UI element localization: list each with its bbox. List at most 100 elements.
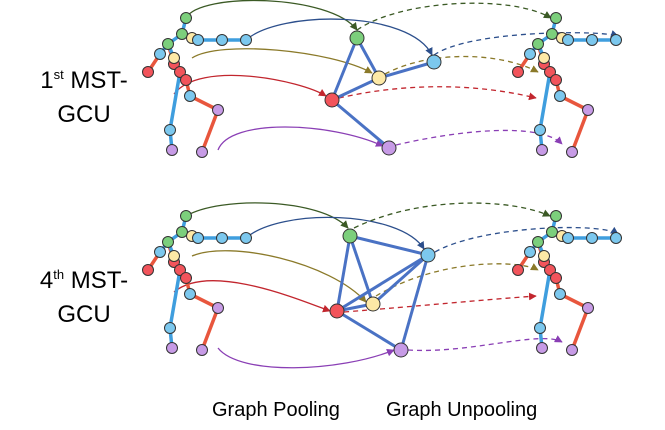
row2-right-skeleton-joint-node bbox=[544, 264, 556, 276]
row1-right-skeleton-joint-node bbox=[562, 34, 574, 46]
row2-right-skeleton-joint-node bbox=[534, 322, 546, 334]
row2-left-skeleton-bone bbox=[168, 268, 182, 330]
row1-right-skeleton-joint-node bbox=[566, 146, 578, 158]
row2-right-skeleton-joint-node bbox=[610, 232, 622, 244]
row2-right-skeleton-joint-node bbox=[546, 226, 558, 238]
row2-pool-edge bbox=[335, 235, 352, 312]
row1-left-skeleton-joint-node bbox=[180, 12, 192, 24]
row1-right-skeleton-joint-node bbox=[582, 104, 594, 116]
row2-suffix: th bbox=[53, 267, 65, 282]
row2-left-skeleton-joint-node bbox=[174, 264, 186, 276]
row1-left-skeleton-joint-node bbox=[240, 34, 252, 46]
row1-arc-unpool-green bbox=[356, 2, 552, 31]
row2-left-skeleton-joint-node bbox=[176, 226, 188, 238]
row2-arc-pool-green bbox=[185, 202, 349, 229]
row1-pool-edge bbox=[331, 76, 380, 102]
row2-arc-unpool-blue bbox=[434, 226, 619, 253]
row1-pooled-node-red bbox=[324, 92, 340, 108]
row2-left-skeleton-joint-node bbox=[212, 302, 224, 314]
row2-ordinal: 4 bbox=[39, 267, 54, 294]
row2-label: 4th MST- GCU bbox=[24, 258, 144, 332]
row2-pool-edge bbox=[372, 253, 429, 306]
row1-left-skeleton-joint-node bbox=[166, 144, 178, 156]
row2-left-skeleton-joint-node bbox=[184, 288, 196, 300]
row1-right-skeleton-joint-node bbox=[534, 124, 546, 136]
row2-arc-pool-yellow bbox=[191, 250, 367, 303]
row1-right-skeleton-joint-node bbox=[586, 34, 598, 46]
row2-pooled-node-blue bbox=[420, 247, 436, 263]
row1-left-skeleton-joint-node bbox=[196, 146, 208, 158]
row1-arc-pool-red bbox=[173, 74, 327, 97]
row2-left-skeleton-joint-node bbox=[154, 246, 166, 258]
row2-pooled-node-red bbox=[329, 303, 345, 319]
row1-left-skeleton-joint-node bbox=[192, 34, 204, 46]
pooled-graph-edges bbox=[330, 37, 435, 352]
row2-left-skeleton-joint-node bbox=[216, 232, 228, 244]
row2-pool-edge bbox=[399, 254, 430, 351]
row1-label: 1st MST- GCU bbox=[24, 58, 144, 132]
row2-right-skeleton-joint-node bbox=[512, 264, 524, 276]
row2-left-skeleton-bone bbox=[200, 306, 220, 352]
caption-graph-unpooling: Graph Unpooling bbox=[386, 399, 538, 421]
graph-nodes bbox=[142, 12, 622, 358]
row1-left-skeleton-joint-node bbox=[162, 38, 174, 50]
row2-left-skeleton-joint-node bbox=[240, 232, 252, 244]
row2-right-skeleton-joint-node bbox=[550, 210, 562, 222]
row2-left-skeleton-joint-node bbox=[196, 344, 208, 356]
row1-left-skeleton-joint-node bbox=[154, 48, 166, 60]
row1-left-skeleton-joint-node bbox=[142, 66, 154, 78]
row2-right-skeleton-joint-node bbox=[524, 246, 536, 258]
row1-right-skeleton-bone bbox=[538, 70, 552, 132]
row2-right-skeleton-joint-node bbox=[566, 344, 578, 356]
row1-left-skeleton-bone bbox=[200, 108, 220, 154]
row1-pooled-node-green bbox=[349, 30, 365, 46]
row1-arc-unpool-blue bbox=[433, 30, 619, 56]
row1-arc-unpool-red bbox=[338, 86, 537, 101]
row2-right-skeleton-bone bbox=[570, 306, 590, 352]
row1-right-skeleton-bone bbox=[570, 108, 590, 154]
row1-arc-pool-yellow bbox=[191, 48, 373, 74]
row1-right-skeleton-joint-node bbox=[544, 66, 556, 78]
row1-arc-unpool-yellow bbox=[384, 55, 539, 75]
row2-pool-edge bbox=[348, 235, 375, 305]
row2-left-skeleton-joint-node bbox=[180, 210, 192, 222]
row1-right-skeleton-joint-node bbox=[554, 90, 566, 102]
row1-right-skeleton-joint-node bbox=[546, 28, 558, 40]
row1-left-skeleton-bone bbox=[168, 70, 182, 132]
row2-right-skeleton-joint-node bbox=[536, 342, 548, 354]
row2-arc-unpool-red bbox=[343, 292, 537, 313]
row2-arc-unpool-purple bbox=[407, 335, 563, 352]
row2-right-skeleton-bone bbox=[538, 268, 552, 330]
row2-right-skeleton-joint-node bbox=[550, 272, 562, 284]
row2-line1: MST- bbox=[64, 267, 129, 294]
row1-left-skeleton-joint-node bbox=[216, 34, 228, 46]
caption-graph-pooling: Graph Pooling bbox=[212, 399, 340, 421]
row1-left-skeleton-joint-node bbox=[184, 90, 196, 102]
row2-right-skeleton-joint-node bbox=[586, 232, 598, 244]
row2-arc-unpool-green bbox=[353, 202, 551, 229]
row1-pool-edge bbox=[355, 37, 381, 79]
row2-right-skeleton-joint-node bbox=[532, 236, 544, 248]
row2-pooled-node-purple bbox=[393, 342, 409, 358]
row2-left-skeleton-joint-node bbox=[142, 264, 154, 276]
row1-left-skeleton-joint-node bbox=[174, 66, 186, 78]
row2-right-skeleton-joint-node bbox=[538, 250, 550, 262]
row1-arc-unpool-purple bbox=[395, 129, 563, 146]
row1-right-skeleton-joint-node bbox=[550, 12, 562, 24]
row2-left-skeleton-joint-node bbox=[168, 250, 180, 262]
row1-pooled-node-purple bbox=[381, 140, 397, 156]
row2-left-skeleton-joint-node bbox=[192, 232, 204, 244]
row1-left-skeleton-joint-node bbox=[180, 74, 192, 86]
row2-pool-edge bbox=[336, 309, 402, 352]
row1-right-skeleton-joint-node bbox=[512, 66, 524, 78]
row1-ordinal: 1 bbox=[40, 67, 54, 94]
row1-left-skeleton-joint-node bbox=[168, 52, 180, 64]
row2-arc-pool-purple bbox=[217, 347, 395, 369]
row1-pooled-node-blue bbox=[426, 54, 442, 70]
row1-pool-edge bbox=[331, 98, 390, 150]
row1-right-skeleton-joint-node bbox=[532, 38, 544, 50]
row2-line2: GCU bbox=[57, 301, 111, 328]
row1-right-skeleton-joint-node bbox=[610, 34, 622, 46]
